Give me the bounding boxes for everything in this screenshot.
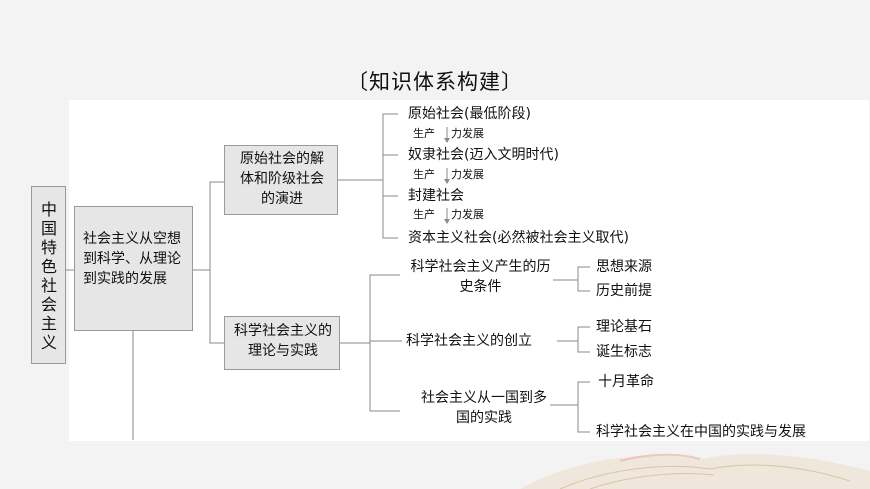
root-label: 中国特色社会主义	[40, 200, 57, 352]
leaf-item: 历史前提	[596, 283, 652, 299]
branch-b-node: 科学社会主义的理论与实践	[224, 316, 340, 370]
theory-node-label: 社会主义从一国到多国的实践	[418, 388, 550, 428]
leaf-item: 诞生标志	[596, 344, 652, 360]
theory-node-text: 社会主义从一国到多国的实践	[421, 390, 547, 426]
level1-label: 社会主义从空想到科学、从理论到实践的发展	[83, 231, 181, 287]
page-title: 〔知识体系构建〕	[347, 70, 523, 94]
stage-item: 奴隶社会(迈入文明时代)	[408, 147, 559, 163]
theory-node-text: 科学社会主义产生的历史条件	[410, 259, 551, 295]
stage-item: 资本主义社会(必然被社会主义取代)	[408, 230, 629, 246]
arrow-label-right: 力发展	[451, 208, 484, 221]
leaf-item: 理论基石	[596, 319, 652, 335]
leaf-item: 十月革命	[598, 374, 654, 390]
book-decoration	[520, 453, 870, 489]
arrow-label-left: 生产	[413, 208, 435, 221]
leaf-item: 思想来源	[596, 259, 652, 275]
arrow-label-left: 生产	[413, 127, 435, 140]
level1-node: 社会主义从空想到科学、从理论到实践的发展	[74, 206, 193, 331]
stage-item: 封建社会	[408, 188, 464, 204]
branch-b-label: 科学社会主义的理论与实践	[234, 323, 332, 359]
arrow-label-left: 生产	[413, 168, 435, 181]
arrow-label-right: 力发展	[451, 168, 484, 181]
theory-node-label: 科学社会主义产生的历史条件	[408, 257, 553, 297]
branch-a-label: 原始社会的解体和阶级社会的演进	[240, 151, 324, 207]
arrowheads	[444, 138, 450, 224]
branch-a-node: 原始社会的解体和阶级社会的演进	[224, 145, 338, 215]
theory-node-label: 科学社会主义的创立	[406, 333, 532, 349]
leaf-item: 科学社会主义在中国的实践与发展	[596, 424, 806, 440]
stage-item: 原始社会(最低阶段)	[408, 106, 531, 122]
root-node: 中国特色社会主义	[31, 186, 66, 364]
arrow-label-right: 力发展	[451, 127, 484, 140]
